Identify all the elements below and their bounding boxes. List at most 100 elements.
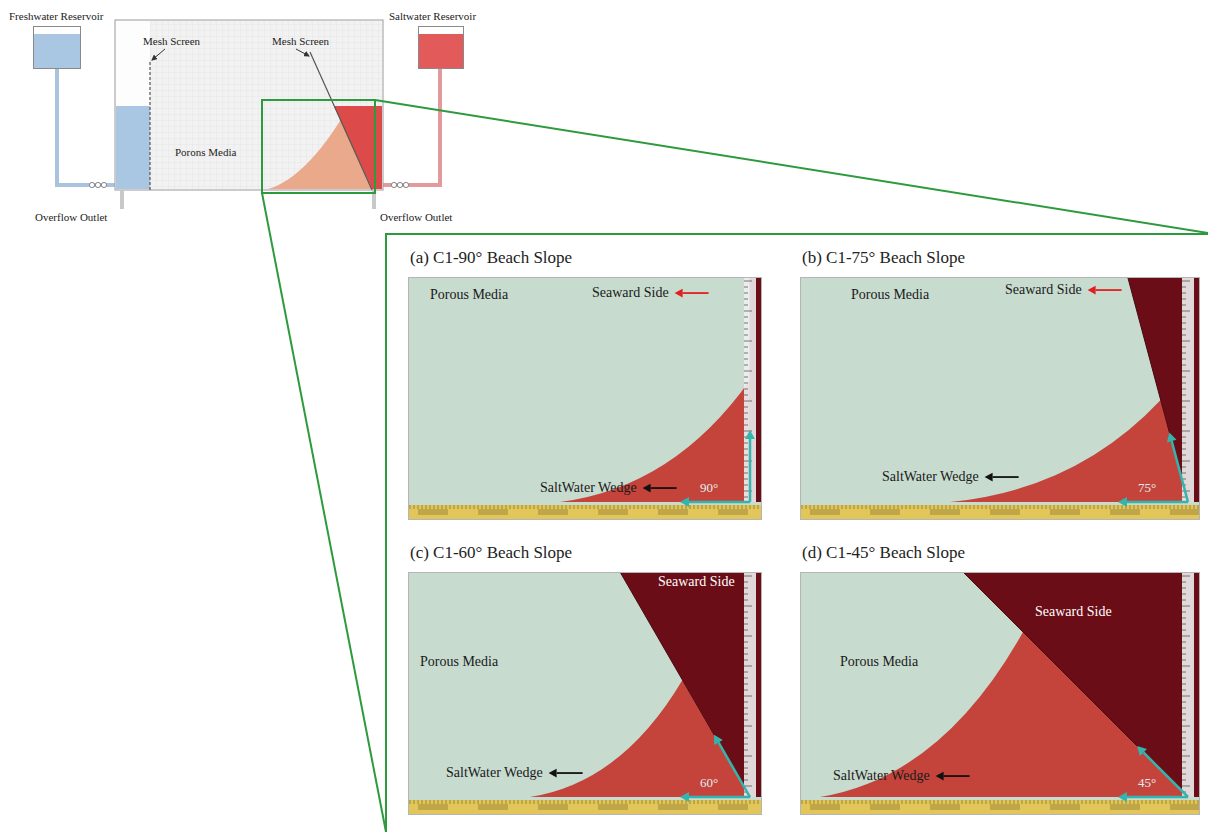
ruler-tick (744, 624, 748, 625)
ruler-tick (1182, 786, 1190, 787)
ruler-tick (558, 800, 559, 804)
ruler-tick (530, 505, 531, 509)
ruler-tick (1046, 505, 1047, 509)
ruler-tick (818, 800, 819, 804)
ruler-tick (418, 505, 419, 509)
ruler-tick (1182, 467, 1186, 468)
bottom-ruler (408, 800, 762, 815)
ruler-tick (610, 800, 611, 804)
ruler-tick (1182, 347, 1186, 348)
ruler-tick (1182, 461, 1190, 462)
panel-title: (a) C1-90° Beach Slope (410, 248, 572, 268)
ruler-tick (594, 505, 595, 509)
ruler-tick (994, 800, 995, 804)
ruler-tick (874, 505, 875, 509)
ruler-tick (482, 800, 483, 804)
ruler-tick (1138, 800, 1139, 804)
ruler-tick (570, 800, 571, 804)
ruler-tick (450, 505, 451, 509)
photo-panel: (a) C1-90° Beach SlopeSeaward SidePorous… (408, 248, 762, 520)
ruler-tick (462, 800, 463, 804)
ruler-tick (970, 800, 971, 804)
ruler-tick (744, 750, 748, 751)
ruler-block (1050, 804, 1080, 810)
ruler-tick (1182, 660, 1186, 661)
ruler-tick (934, 505, 935, 509)
ruler-tick (1182, 606, 1190, 607)
ruler-tick (1198, 505, 1199, 509)
ruler-tick (1182, 431, 1190, 432)
ruler-tick (1002, 505, 1003, 509)
ruler-tick (746, 505, 747, 509)
ruler-tick (1174, 800, 1175, 804)
ruler-tick (854, 800, 855, 804)
ruler-tick (1166, 800, 1167, 804)
ruler-tick (606, 505, 607, 509)
ruler-tick (1182, 630, 1186, 631)
ruler-tick (434, 800, 435, 804)
ruler-tick (830, 505, 831, 509)
ruler-tick (626, 800, 627, 804)
ruler-tick (826, 800, 827, 804)
ruler-tick (946, 800, 947, 804)
ruler-tick (744, 612, 748, 613)
ruler-tick (846, 505, 847, 509)
ruler-tick (650, 800, 651, 804)
ruler-tick (838, 800, 839, 804)
ruler-tick (950, 505, 951, 509)
ruler-tick (1182, 377, 1186, 378)
ruler-tick (970, 505, 971, 509)
ruler-tick (702, 800, 703, 804)
sloped-mesh-screen (310, 52, 372, 190)
ruler-tick (1042, 800, 1043, 804)
ruler-tick (744, 636, 752, 637)
ruler-tick (826, 505, 827, 509)
ruler-tick (1182, 425, 1186, 426)
ruler-tick (744, 359, 748, 360)
ruler-tick (510, 505, 511, 509)
porous-label: Porous Media (430, 287, 508, 303)
ruler-tick (1078, 800, 1079, 804)
ruler-tick (1182, 702, 1186, 703)
ruler-tick (602, 505, 603, 509)
ruler-tick (1182, 768, 1186, 769)
ruler-tick (870, 505, 871, 509)
angle-arrow-head (680, 497, 689, 507)
ruler-tick (1194, 800, 1195, 804)
ruler-tick (744, 714, 748, 715)
ruler-tick (744, 648, 748, 649)
ruler-tick (726, 505, 727, 509)
ruler-tick (862, 505, 863, 509)
ruler-tick (1158, 800, 1159, 804)
ruler-tick (1182, 473, 1186, 474)
ruler-tick (890, 505, 891, 509)
ruler-tick (1098, 800, 1099, 804)
ruler-tick (744, 383, 748, 384)
wedge-arrow (944, 775, 970, 777)
ruler-tick (894, 800, 895, 804)
ruler-tick (1182, 449, 1186, 450)
ruler-tick (744, 347, 748, 348)
ruler-tick (922, 505, 923, 509)
ruler-tick (738, 505, 739, 509)
ruler-tick (546, 800, 547, 804)
ruler-tick (618, 800, 619, 804)
ruler-block (870, 509, 900, 515)
ruler-tick (674, 800, 675, 804)
ruler-tick (1182, 299, 1186, 300)
ruler-tick (744, 365, 748, 366)
angle-arrow (1127, 796, 1188, 799)
ruler-tick (1182, 287, 1186, 288)
ruler-tick (842, 505, 843, 509)
ruler-tick (1182, 720, 1186, 721)
angle-arrow-head (1118, 792, 1127, 802)
ruler-tick (1182, 335, 1186, 336)
ruler-tick (1182, 505, 1183, 509)
ruler-tick (878, 505, 879, 509)
ruler-tick (718, 505, 719, 509)
ruler-tick (744, 744, 748, 745)
ruler-tick (498, 505, 499, 509)
ruler-tick (910, 800, 911, 804)
ruler-tick (506, 505, 507, 509)
ruler-tick (1054, 505, 1055, 509)
